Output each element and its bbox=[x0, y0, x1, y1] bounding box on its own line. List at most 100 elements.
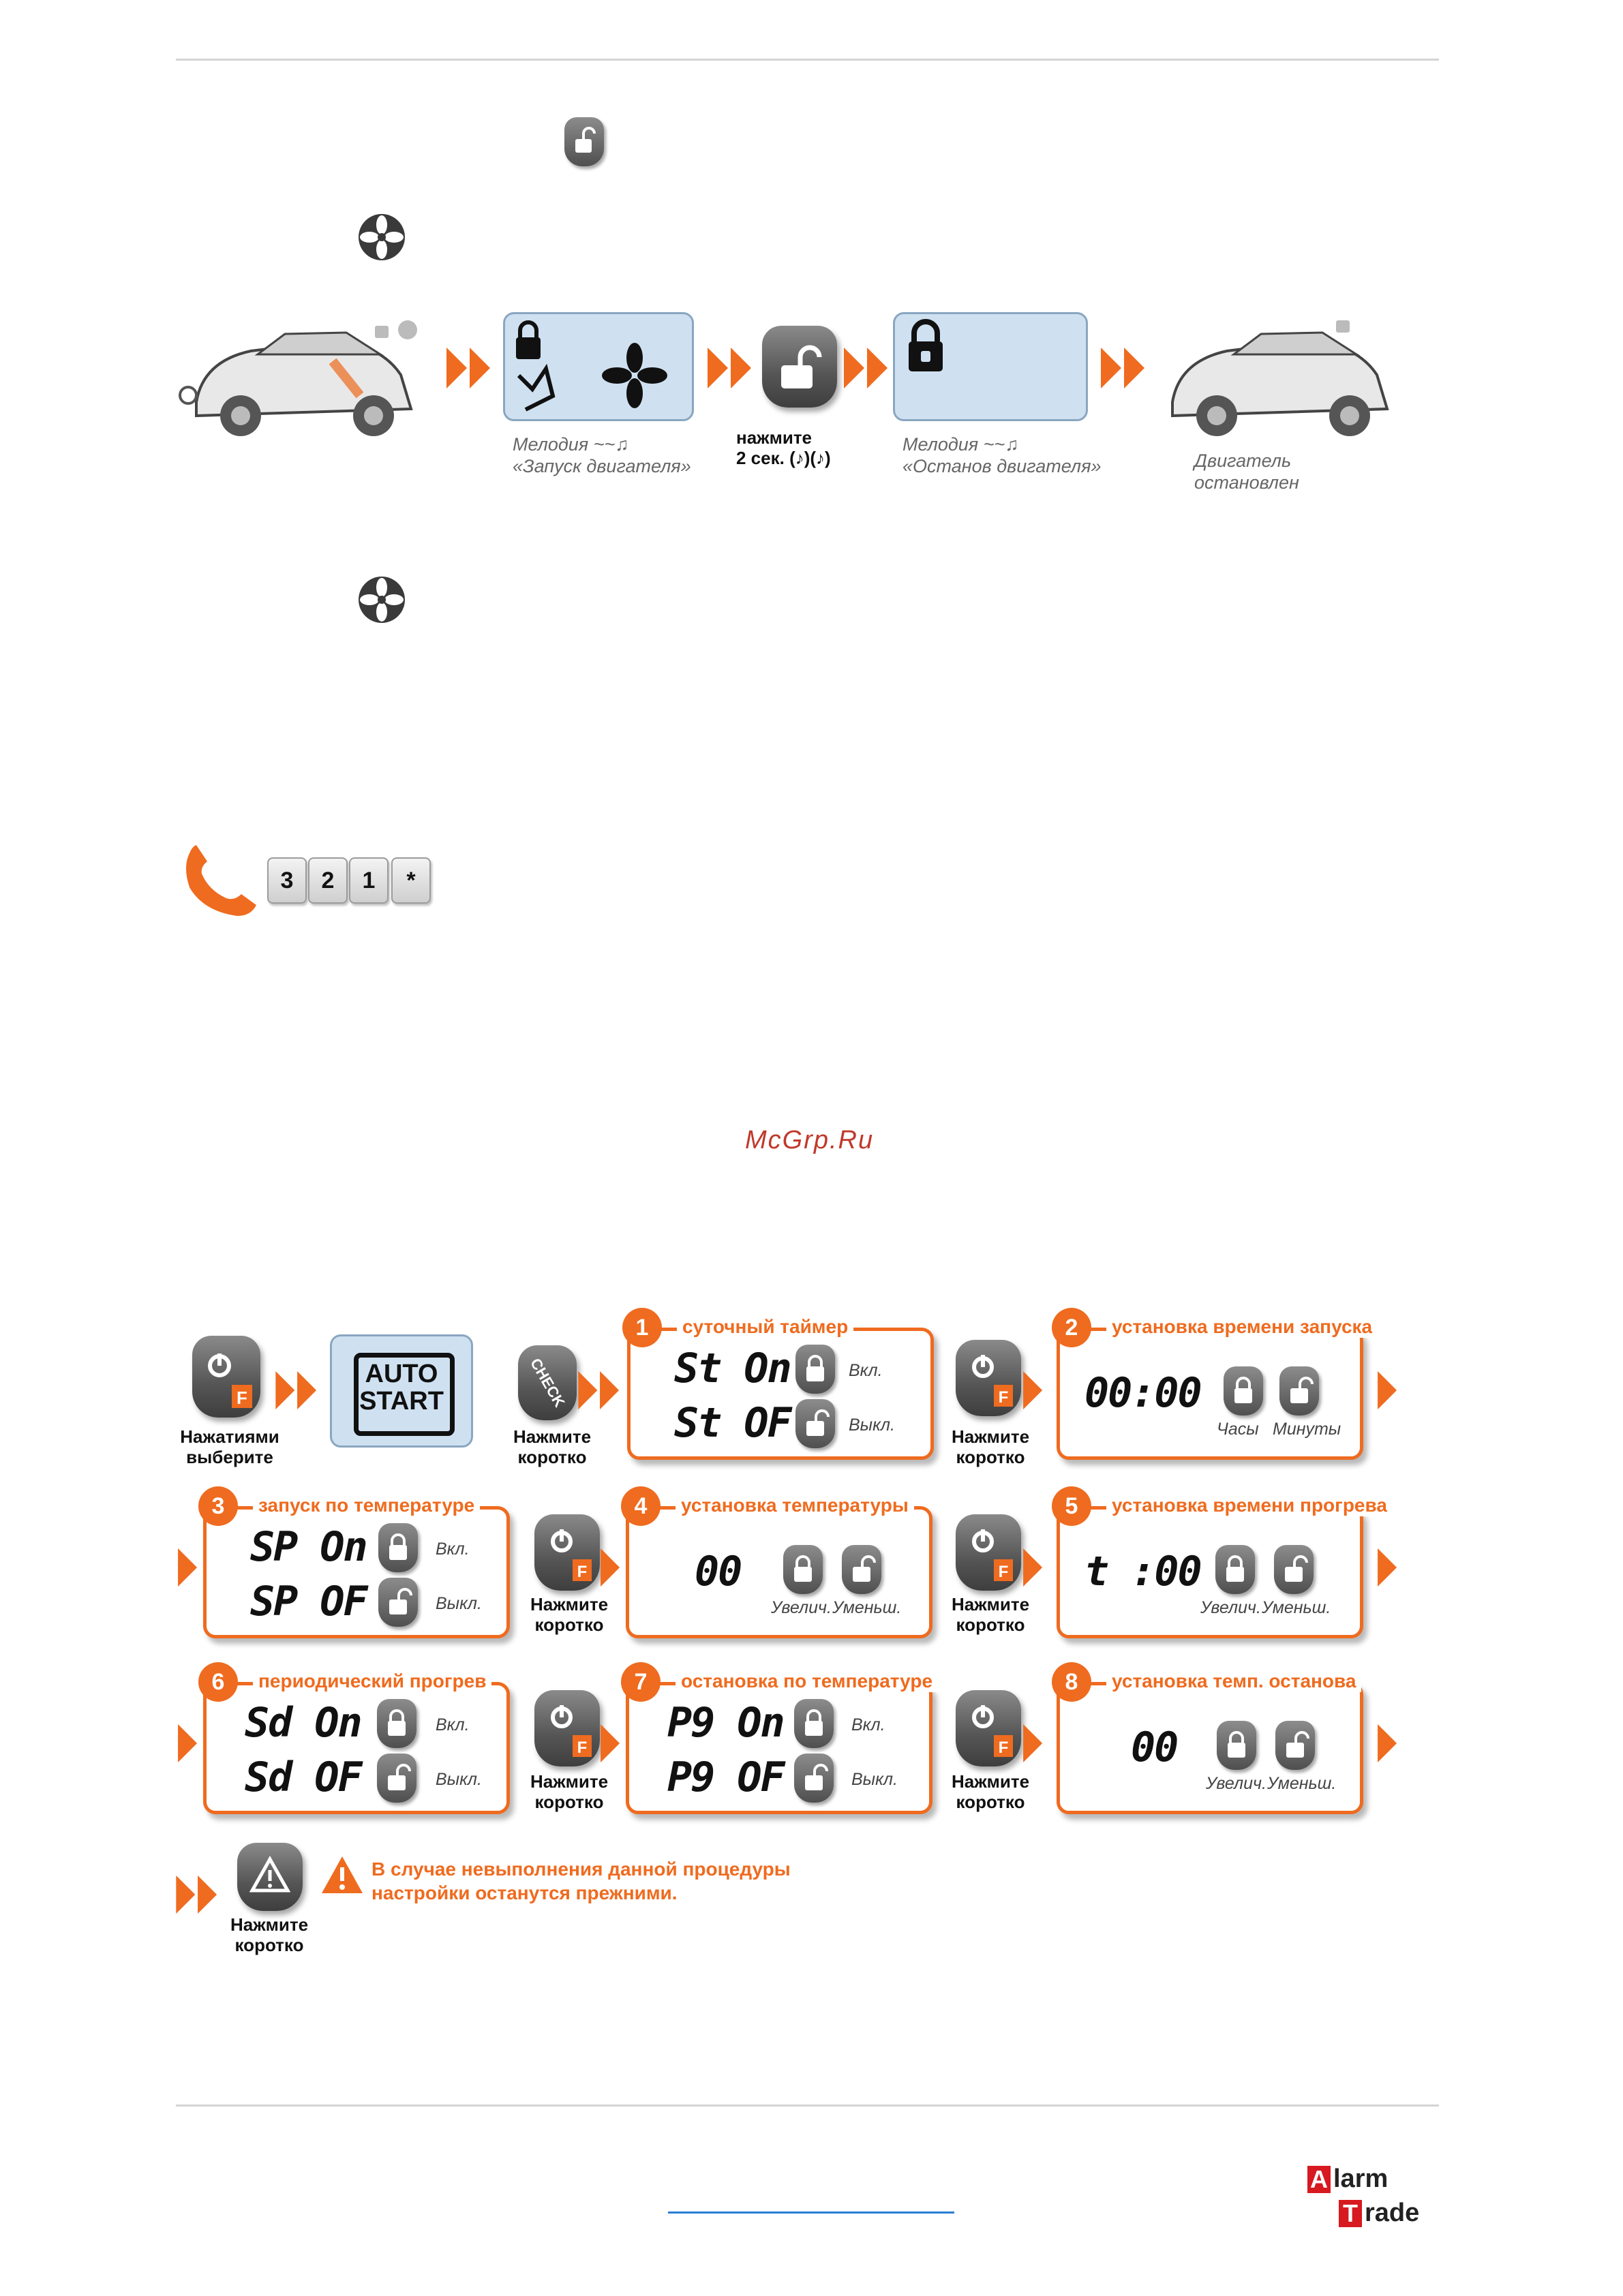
key-2: 2 bbox=[308, 857, 348, 904]
lcd-line-1: SP On bbox=[250, 1523, 368, 1571]
logo-letter: A bbox=[1307, 2166, 1331, 2193]
lock-button-icon bbox=[1217, 1721, 1256, 1770]
option-label: Часы bbox=[1217, 1420, 1259, 1439]
key-star: * bbox=[391, 857, 431, 904]
press-short-label: Нажмите коротко bbox=[951, 1771, 1030, 1812]
lock-button-icon bbox=[1215, 1545, 1255, 1594]
f-button-icon: F bbox=[192, 1336, 260, 1418]
logo-text: larm bbox=[1333, 2164, 1389, 2193]
phone-icon bbox=[186, 845, 256, 916]
key-1: 1 bbox=[349, 857, 389, 904]
lcd-display: t :00 bbox=[1084, 1548, 1202, 1595]
arrow-icon bbox=[1101, 348, 1144, 388]
panel-stop-temp-setting: 8 установка темп. останова 00 Увелич. Ум… bbox=[1052, 1662, 1363, 1814]
panel-number: 2 bbox=[1052, 1308, 1091, 1347]
lcd-display: 00:00 bbox=[1084, 1369, 1202, 1417]
panel-periodic-warmup: 6 периодический прогрев Sd On Sd OF Вкл.… bbox=[198, 1662, 510, 1814]
arrow-icon bbox=[578, 1371, 620, 1409]
option-label: Выкл. bbox=[851, 1770, 898, 1789]
bottom-rule bbox=[176, 2104, 1439, 2107]
arrow-icon bbox=[1023, 1724, 1043, 1762]
lcd-display: 00 bbox=[695, 1548, 742, 1595]
press-short-label: Нажмите коротко bbox=[951, 1426, 1030, 1467]
panel-number: 7 bbox=[621, 1662, 661, 1702]
arrow-icon bbox=[601, 1548, 620, 1587]
panel-temp-stop: 7 остановка по температуре P9 On P9 OF В… bbox=[621, 1662, 939, 1814]
panel-daily-timer: 1 суточный таймер St On St OF Вкл. Выкл. bbox=[622, 1308, 934, 1460]
logo-text: rade bbox=[1365, 2199, 1420, 2227]
option-label: Увелич. bbox=[1206, 1774, 1266, 1793]
arrow-icon bbox=[176, 1876, 217, 1914]
option-label: Вкл. bbox=[436, 1715, 470, 1734]
arrow-icon bbox=[178, 1724, 198, 1762]
check-button-icon: CHECK bbox=[518, 1345, 577, 1420]
unlock-button-icon bbox=[377, 1754, 416, 1803]
arrow-icon bbox=[844, 348, 888, 388]
lock-button-icon bbox=[795, 1345, 835, 1394]
panel-number: 4 bbox=[621, 1486, 661, 1526]
option-label: Уменьш. bbox=[1267, 1774, 1337, 1793]
arrow-icon bbox=[708, 348, 751, 388]
panel-start-time: 2 установка времени запуска 00:00 Часы М… bbox=[1052, 1308, 1378, 1460]
press-short-label: Нажмите коротко bbox=[230, 1914, 309, 1955]
caption-start-melody: Мелодия ~~♫ «Запуск двигателя» bbox=[513, 434, 691, 477]
lcd-line-2: St OF bbox=[674, 1399, 792, 1447]
key-3: 3 bbox=[267, 857, 307, 904]
lcd-line-2: SP OF bbox=[250, 1578, 368, 1625]
warning-icon bbox=[322, 1856, 363, 1893]
panel-title: запуск по температуре bbox=[253, 1495, 481, 1516]
lcd-line-2: P9 OF bbox=[667, 1754, 785, 1801]
arrow-icon bbox=[601, 1724, 620, 1762]
svg-text:F: F bbox=[999, 1388, 1009, 1407]
logo-letter: T bbox=[1339, 2200, 1362, 2227]
arrow-icon bbox=[1023, 1548, 1043, 1587]
svg-text:F: F bbox=[999, 1563, 1009, 1581]
f-button-icon: F bbox=[534, 1514, 600, 1591]
arrow-icon bbox=[1378, 1371, 1397, 1409]
f-button-icon: F bbox=[956, 1514, 1021, 1591]
caption-engine-stopped: Двигатель остановлен bbox=[1194, 450, 1299, 493]
lcd-line-1: P9 On bbox=[667, 1699, 785, 1747]
unlock-button-icon bbox=[795, 1399, 835, 1448]
unlock-button-icon bbox=[794, 1754, 834, 1803]
start-display bbox=[503, 312, 694, 421]
svg-text:F: F bbox=[577, 1739, 588, 1757]
fan-icon bbox=[359, 577, 405, 623]
unlock-button-icon bbox=[762, 326, 837, 408]
panel-temp-setting: 4 установка температуры 00 Увелич. Умень… bbox=[621, 1486, 932, 1638]
arrow-icon bbox=[1023, 1371, 1043, 1409]
lcd-display: 00 bbox=[1131, 1724, 1179, 1771]
lock-button-icon bbox=[377, 1699, 416, 1748]
press-select-label: Нажатиями выберите bbox=[180, 1426, 279, 1467]
unlock-button-icon bbox=[564, 117, 604, 166]
panel-title: суточный таймер bbox=[677, 1316, 854, 1338]
car-running-icon bbox=[179, 331, 413, 436]
warning-text: В случае невыполнения данной процедуры н… bbox=[371, 1858, 791, 1903]
top-rule bbox=[176, 59, 1439, 61]
footer-link[interactable] bbox=[668, 2211, 954, 2214]
press-2sec-label: нажмите 2 сек. (♪)(♪) bbox=[736, 427, 831, 468]
unlock-button-icon bbox=[1274, 1545, 1314, 1594]
lcd-line-2: Sd OF bbox=[245, 1754, 363, 1801]
lock-button-icon bbox=[1224, 1366, 1263, 1415]
press-short-label: Нажмите коротко bbox=[530, 1594, 609, 1635]
option-label: Минуты bbox=[1273, 1420, 1341, 1439]
fan-icon bbox=[359, 214, 405, 260]
panel-title: установка времени запуска bbox=[1106, 1316, 1378, 1338]
auto-start-display: AUTO START bbox=[330, 1334, 473, 1448]
option-label: Увелич. bbox=[1200, 1598, 1261, 1617]
press-short-label: Нажмите коротко bbox=[530, 1771, 609, 1812]
check-text: CHECK bbox=[527, 1356, 568, 1410]
lock-fan-small-icon bbox=[375, 320, 417, 339]
unlock-button-icon bbox=[1279, 1366, 1319, 1415]
panel-number: 5 bbox=[1052, 1486, 1091, 1526]
f-button-icon: F bbox=[956, 1690, 1021, 1766]
car-stopped-icon bbox=[1171, 320, 1389, 436]
option-label: Уменьш. bbox=[1262, 1598, 1331, 1617]
lcd-line-1: St On bbox=[674, 1345, 792, 1392]
panel-warmup-time: 5 установка времени прогрева t :00 Увели… bbox=[1052, 1486, 1393, 1638]
option-label: Увелич. bbox=[771, 1598, 832, 1617]
press-short-label: Нажмите коротко bbox=[951, 1594, 1030, 1635]
f-button-icon: F bbox=[956, 1340, 1021, 1416]
panel-temp-start: 3 запуск по температуре SP On SP OF Вкл.… bbox=[198, 1486, 510, 1638]
